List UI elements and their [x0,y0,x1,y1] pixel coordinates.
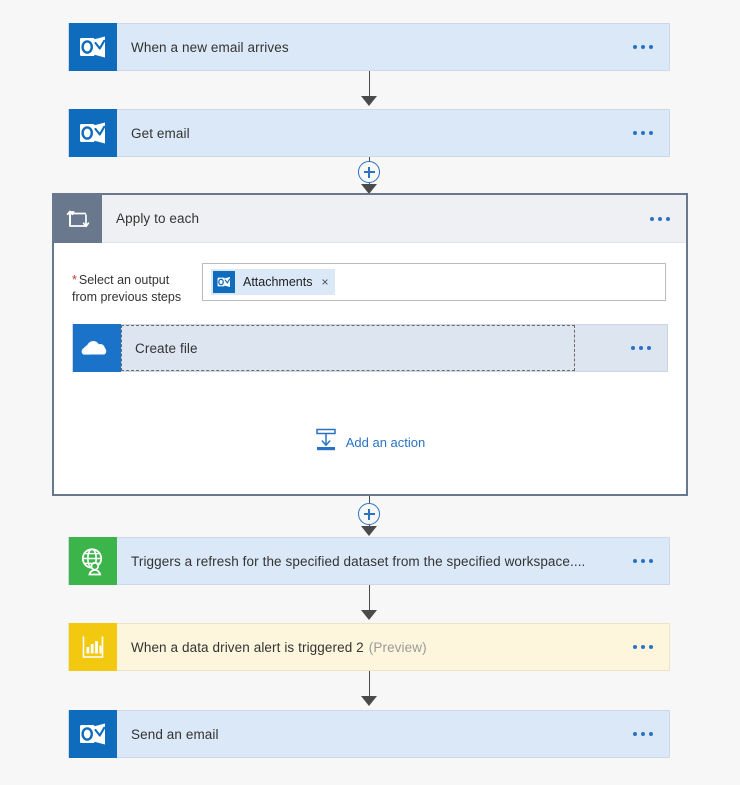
flow-step-title: When a new email arrives [131,39,289,55]
select-output-label-line1: Select an output [78,273,170,287]
power-bi-icon [69,623,117,671]
outlook-icon [69,710,117,758]
loop-icon [54,194,102,243]
more-options-icon[interactable] [617,711,669,757]
flow-step-refresh-dataset[interactable]: Triggers a refresh for the specified dat… [68,537,670,585]
connector-arrow [361,184,377,194]
flow-scope-apply-to-each[interactable]: Apply to each *Select an output from pre… [52,193,688,496]
flow-step-title: Send an email [131,726,219,742]
insert-action-icon [315,428,337,457]
flow-step-when-a-new-email-arrives[interactable]: When a new email arrives [68,23,670,71]
scope-body: *Select an output from previous steps [54,243,686,457]
flow-step-title: Get email [131,125,190,141]
add-an-action-label: Add an action [345,435,426,450]
flow-step-get-email[interactable]: Get email [68,109,670,157]
connector-line [369,585,370,612]
flow-step-data-driven-alert[interactable]: When a data driven alert is triggered 2 … [68,623,670,671]
more-options-icon[interactable] [617,538,669,584]
outlook-icon [69,23,117,71]
connector-line [369,671,370,698]
token-label: Attachments [243,275,313,289]
required-marker: * [72,273,77,287]
flow-step-create-file[interactable]: Create file [72,324,668,372]
flow-step-title-text: When a data driven alert is triggered 2 [131,639,364,655]
flow-step-title: Triggers a refresh for the specified dat… [131,553,586,569]
scope-title: Apply to each [116,211,200,226]
outlook-icon [213,271,235,293]
more-options-icon[interactable] [615,325,667,371]
outlook-icon [69,109,117,157]
scope-header[interactable]: Apply to each [54,194,686,243]
connector-arrow [361,610,377,620]
connector-arrow [361,526,377,536]
connector-arrow [361,96,377,106]
add-an-action-button[interactable]: Add an action [54,428,686,457]
more-options-icon[interactable] [617,624,669,670]
flow-step-title: Create file [135,340,198,356]
more-options-icon[interactable] [634,195,686,242]
connector-line [369,496,370,503]
inner-actions-container: Create file [54,324,686,372]
select-output-input[interactable]: Attachments × [202,263,666,301]
more-options-icon[interactable] [617,110,669,156]
flow-step-send-an-email[interactable]: Send an email [68,710,670,758]
token-remove-icon[interactable]: × [321,275,329,289]
connector-arrow [361,696,377,706]
add-step-button[interactable] [358,161,380,183]
select-output-label-line2: from previous steps [72,290,182,304]
token-attachments[interactable]: Attachments × [211,269,335,295]
select-output-label: *Select an output from previous steps [72,263,202,306]
preview-badge: (Preview) [368,639,427,655]
connector-line [369,157,370,164]
http-with-azure-ad-icon [69,537,117,585]
select-output-field-row: *Select an output from previous steps [54,243,686,324]
flow-step-title: When a data driven alert is triggered 2 … [117,624,617,670]
connector-line [369,71,370,98]
more-options-icon[interactable] [617,24,669,70]
onedrive-icon [73,324,121,372]
add-step-button[interactable] [358,503,380,525]
